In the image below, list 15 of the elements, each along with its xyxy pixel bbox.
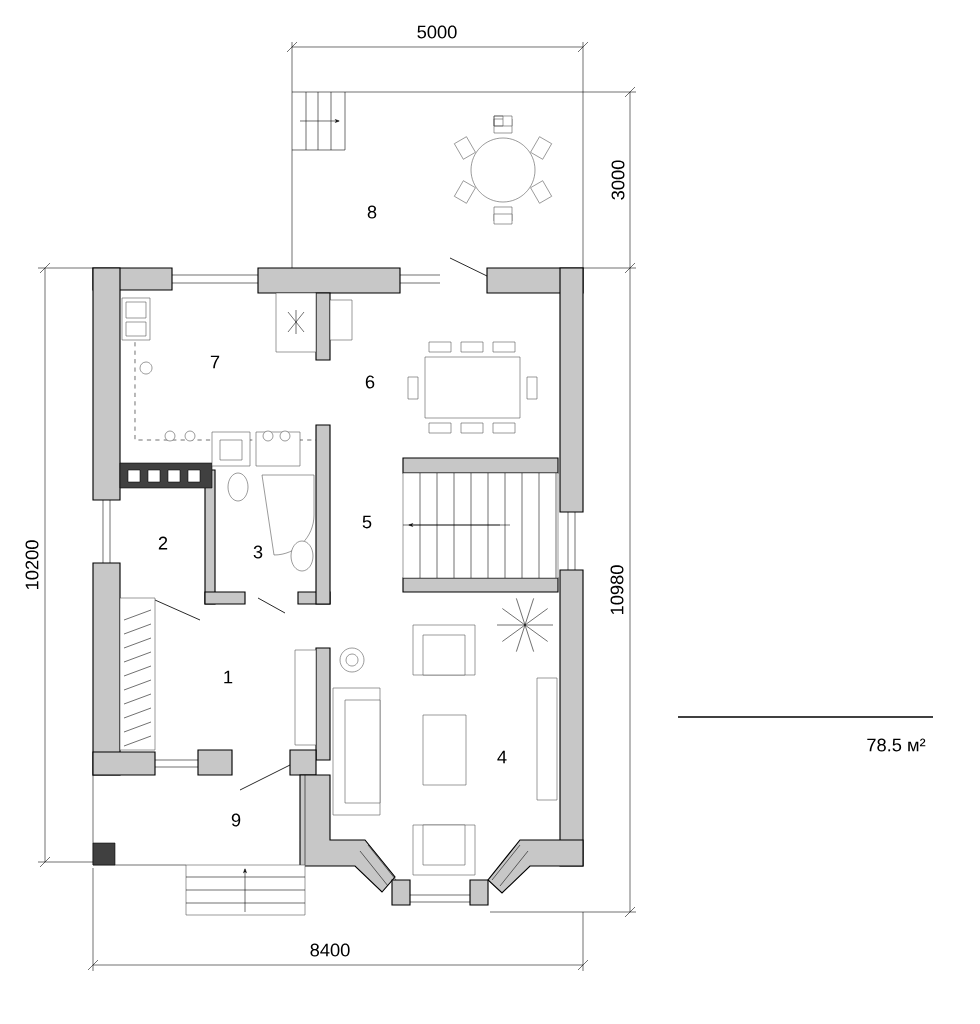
room-number: 2 [158, 536, 168, 550]
dimension-label: 10980 [610, 565, 624, 615]
room-number: 5 [362, 515, 372, 529]
dimension-label: 3000 [611, 160, 625, 200]
dimension-label: 10200 [25, 540, 39, 590]
room-number: 1 [224, 670, 233, 684]
dimension-label: 5000 [417, 25, 457, 39]
room-number: 3 [253, 545, 263, 559]
area-label: 78.5 м² [867, 738, 926, 752]
dimension-label: 8400 [310, 943, 350, 957]
room-number: 4 [497, 750, 507, 764]
room-number: 7 [210, 355, 220, 369]
room-number: 9 [231, 813, 241, 827]
room-number: 6 [365, 375, 375, 389]
room-number: 8 [367, 205, 377, 219]
